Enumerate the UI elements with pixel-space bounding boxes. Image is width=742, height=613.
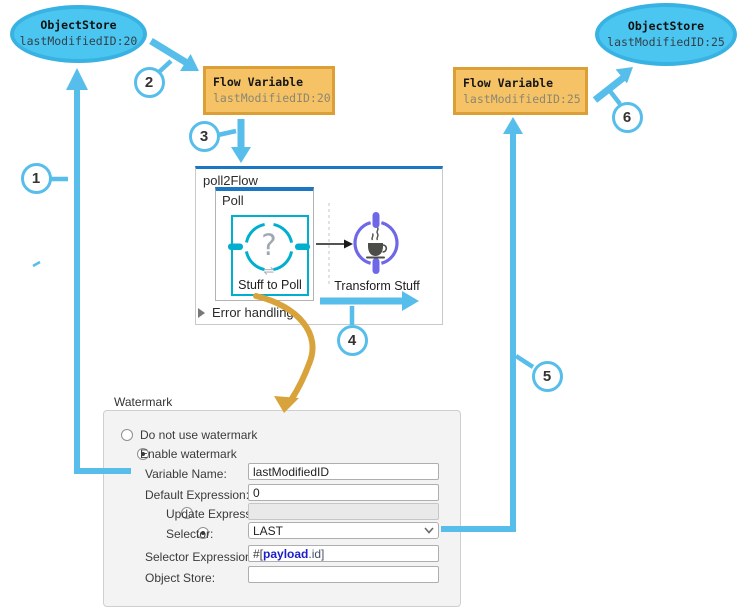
object-store-before-title: ObjectStore [40,18,117,33]
expression-keyword: payload [263,547,309,561]
radio-update-expression[interactable] [180,507,193,519]
flow-variable-before-value: lastModifiedID:20 [213,91,331,106]
selector-expression-input[interactable]: #[payload.id] [248,545,439,562]
default-expression-input[interactable] [248,484,439,501]
badge3-tail [217,128,237,138]
arrow-step1-head [66,68,88,90]
step-badge-4-number: 4 [347,331,357,349]
flow-variable-before-title: Flow Variable [213,75,304,89]
object-store-before-value: lastModifiedID:20 [19,34,138,48]
step-badge-1-number: 1 [31,169,41,187]
badge5-tail [514,354,535,369]
step-badge-3: 3 [188,120,220,152]
flow-variable-after-value: lastModifiedID:25 [463,92,581,107]
object-store-input[interactable] [248,566,439,583]
step-badge-5: 5 [531,360,563,392]
flow-variable-after-title: Flow Variable [463,76,554,90]
step-badge-5-number: 5 [542,367,552,385]
object-store-label: Object Store: [145,571,216,585]
step-badge-6: 6 [611,101,643,133]
arrow-step5-head [503,117,523,134]
badge2-tail [157,59,173,74]
radio-enable-watermark[interactable] [137,448,150,460]
poll-scope[interactable]: Poll Stuff to Poll [215,187,314,301]
object-store-after-value: lastModifiedID:25 [607,34,725,49]
selector-expression-label: Selector Expression: [145,550,256,564]
step-badge-2-number: 2 [144,73,154,91]
step-badge-2: 2 [133,66,165,98]
expression-suffix: .id] [308,547,325,561]
watermark-panel: Do not use watermark Enable watermark Va… [103,410,461,607]
badge6-tail [608,89,622,106]
variable-name-label: Variable Name: [145,467,227,481]
selector-dropdown[interactable]: LAST [248,522,439,539]
selector-label: Selector: [166,527,214,541]
watermark-panel-title: Watermark [114,395,173,409]
stuff-to-poll-label: Stuff to Poll [238,278,302,292]
default-expression-label: Default Expression: [145,488,250,502]
flow-container: poll2Flow Poll Stuff to Poll Transform S… [195,166,443,325]
update-expression-label: Update Expression: [166,507,271,521]
step-badge-1: 1 [20,162,52,194]
stuff-to-poll-node[interactable]: Stuff to Poll [231,215,309,296]
chevron-down-icon [424,527,434,534]
object-store-after: ObjectStore lastModifiedID:25 [595,3,737,66]
transform-stuff-node[interactable] [332,215,422,275]
expand-triangle-icon [198,307,205,318]
selector-dropdown-value: LAST [253,523,284,538]
flow-title: poll2Flow [203,173,258,188]
flow-variable-after: Flow Variable lastModifiedID:25 [453,67,588,115]
stray-mark [32,260,41,268]
radio-do-not-use-watermark-label: Do not use watermark [140,428,258,442]
arrow-step2-head [180,54,199,71]
expression-prefix: #[ [253,547,264,561]
arrow-step2 [149,38,189,66]
step-badge-4: 4 [336,324,368,356]
step-badge-6-number: 6 [622,108,632,126]
arrow-step6-head [615,67,633,84]
transform-stuff-label: Transform Stuff [334,279,420,293]
error-handling-label: Error handling [212,305,294,320]
error-handling-row[interactable]: Error handling [198,305,294,320]
radio-enable-watermark-label: Enable watermark [140,447,237,461]
radio-do-not-use-watermark[interactable] [121,429,133,441]
arrow-step6 [592,75,626,103]
object-store-after-title: ObjectStore [627,18,705,33]
object-store-before: ObjectStore lastModifiedID:20 [10,5,147,63]
radio-selector[interactable] [197,527,210,539]
flow-variable-before: Flow Variable lastModifiedID:20 [203,66,335,115]
step-badge-3-number: 3 [199,127,209,145]
arrow-step3-head [231,147,251,163]
poll-scope-label: Poll [222,193,244,208]
variable-name-input[interactable] [248,463,439,480]
update-expression-input [248,503,439,520]
